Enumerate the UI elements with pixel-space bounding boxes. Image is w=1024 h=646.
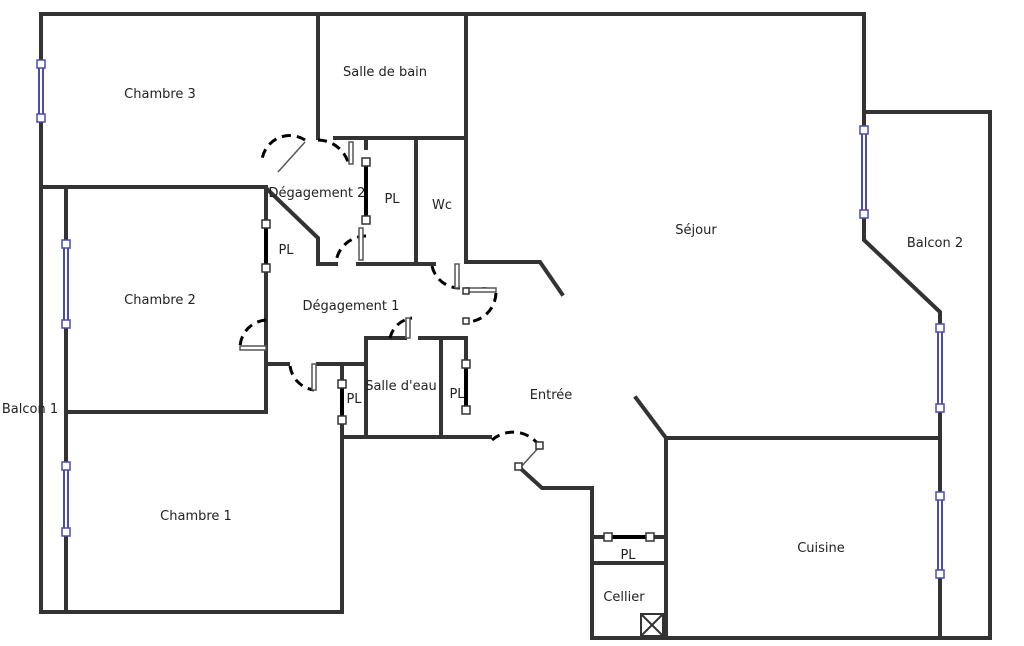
closet-door-pl-left (261, 219, 271, 273)
door-degagement-wc (430, 263, 461, 290)
doors (238, 134, 664, 637)
label-chambre3: Chambre 3 (124, 87, 196, 102)
label-pl-left: PL (278, 243, 294, 258)
closet-door-pl-lower-left (337, 379, 347, 425)
window-cuisine (935, 491, 945, 579)
closet-door-pl-lower-right (461, 359, 471, 415)
label-sejour: Séjour (675, 223, 717, 238)
label-cellier: Cellier (603, 590, 645, 605)
label-chambre1: Chambre 1 (160, 509, 232, 524)
window-chambre1 (61, 461, 71, 537)
wall-outer-top (39, 12, 992, 640)
label-salle-eau: Salle d'eau (365, 379, 437, 394)
wall-sejour-east (862, 110, 942, 640)
label-chambre2: Chambre 2 (124, 293, 196, 308)
wall-outer-left (39, 12, 344, 614)
closet-door-pl-deg2 (361, 157, 371, 225)
window-sejour (859, 125, 869, 219)
room-labels: Chambre 3 Salle de bain Dégagement 2 PL … (2, 65, 963, 605)
label-entree: Entrée (530, 388, 573, 403)
label-salle-de-bain: Salle de bain (343, 65, 427, 80)
closet-door-pl-cellier (603, 532, 655, 542)
label-pl-lower-right: PL (449, 387, 465, 402)
window-chambre3 (36, 59, 46, 123)
door-entree (491, 430, 544, 471)
wall-deg1-left-low (264, 343, 290, 366)
door-wc (334, 227, 367, 263)
wall-entree-bottom (517, 465, 594, 640)
door-sejour (462, 287, 498, 325)
door-chambre2 (238, 318, 267, 351)
wall-deg1-bottom (316, 362, 344, 439)
windows (36, 59, 945, 579)
label-wc: Wc (432, 198, 452, 213)
label-pl-lower-left: PL (346, 392, 362, 407)
label-degagement1: Dégagement 1 (303, 299, 400, 314)
wall-deg1-right-top (464, 260, 565, 297)
label-pl-cellier: PL (620, 548, 636, 563)
label-balcon2: Balcon 2 (907, 236, 963, 251)
door-salle-eau (388, 316, 413, 339)
door-salle-de-bain (317, 138, 354, 165)
label-balcon1: Balcon 1 (2, 402, 58, 417)
label-pl-deg2: PL (384, 192, 400, 207)
window-balcon2 (935, 323, 945, 413)
label-cuisine: Cuisine (797, 541, 845, 556)
wall-entree-diag (633, 395, 669, 441)
wall-ch3-bottom (39, 185, 320, 266)
walls (39, 12, 992, 640)
label-degagement2: Dégagement 2 (269, 186, 366, 201)
door-chambre1 (288, 363, 317, 392)
wall-salle-eau-top (340, 336, 407, 366)
door-chambre3 (260, 134, 306, 173)
cellier-hatch-icon (640, 613, 664, 637)
window-chambre2 (61, 239, 71, 329)
wall-salle-eau-top2 (418, 336, 468, 360)
